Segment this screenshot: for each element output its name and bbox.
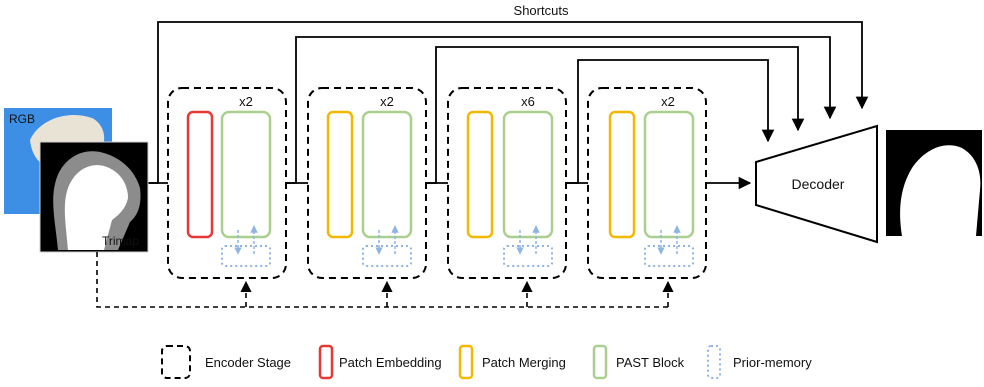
shortcut-line-3 xyxy=(426,46,805,184)
legend-swatch-past-block xyxy=(592,344,608,380)
patch-embedding-block xyxy=(186,110,214,239)
legend-label-past-block: PAST Block xyxy=(616,355,685,370)
past-block xyxy=(220,110,272,239)
trimap-image: Trimap xyxy=(39,141,149,253)
legend-swatch-patch-embedding xyxy=(318,344,334,380)
encoder-stage-3: x6 xyxy=(447,87,567,279)
stage-repeat-label: x6 xyxy=(521,94,535,109)
past-block xyxy=(361,110,413,239)
trimap-label: Trimap xyxy=(102,234,139,248)
patch-merging-block xyxy=(466,110,494,239)
shortcuts-title: Shortcuts xyxy=(514,3,569,18)
legend-label-patch-embedding: Patch Embedding xyxy=(339,355,442,370)
patch-merging-block xyxy=(326,110,354,239)
shortcut-line-4 xyxy=(566,59,775,184)
legend-swatch-prior-memory xyxy=(707,345,721,379)
rgb-label: RGB xyxy=(9,112,35,126)
legend: Encoder Stage Patch Embedding Patch Merg… xyxy=(161,344,812,380)
decoder: Decoder xyxy=(755,124,878,244)
prior-memory-block xyxy=(644,245,694,267)
encoder-stage-2: x2 xyxy=(307,87,427,279)
stage-repeat-label: x2 xyxy=(661,94,675,109)
output-alpha-matte xyxy=(886,130,982,236)
prior-memory-block xyxy=(503,245,553,267)
stage-repeat-label: x2 xyxy=(239,94,253,109)
legend-swatch-encoder-stage xyxy=(161,345,191,379)
decoder-label: Decoder xyxy=(792,176,845,192)
legend-label-prior-memory: Prior-memory xyxy=(733,355,812,370)
past-block xyxy=(502,110,554,239)
prior-memory-feedback xyxy=(96,252,674,308)
legend-label-encoder-stage: Encoder Stage xyxy=(205,355,291,370)
legend-label-patch-merging: Patch Merging xyxy=(482,355,566,370)
encoder-stage-1: x2 xyxy=(167,87,287,279)
past-block xyxy=(643,110,695,239)
patch-merging-block xyxy=(608,110,636,239)
encoder-stage-4: x2 xyxy=(587,87,707,279)
stage-repeat-label: x2 xyxy=(380,94,394,109)
legend-swatch-patch-merging xyxy=(458,344,474,380)
shortcut-line-2 xyxy=(286,36,837,184)
prior-memory-block xyxy=(221,245,271,267)
prior-memory-block xyxy=(362,245,412,267)
